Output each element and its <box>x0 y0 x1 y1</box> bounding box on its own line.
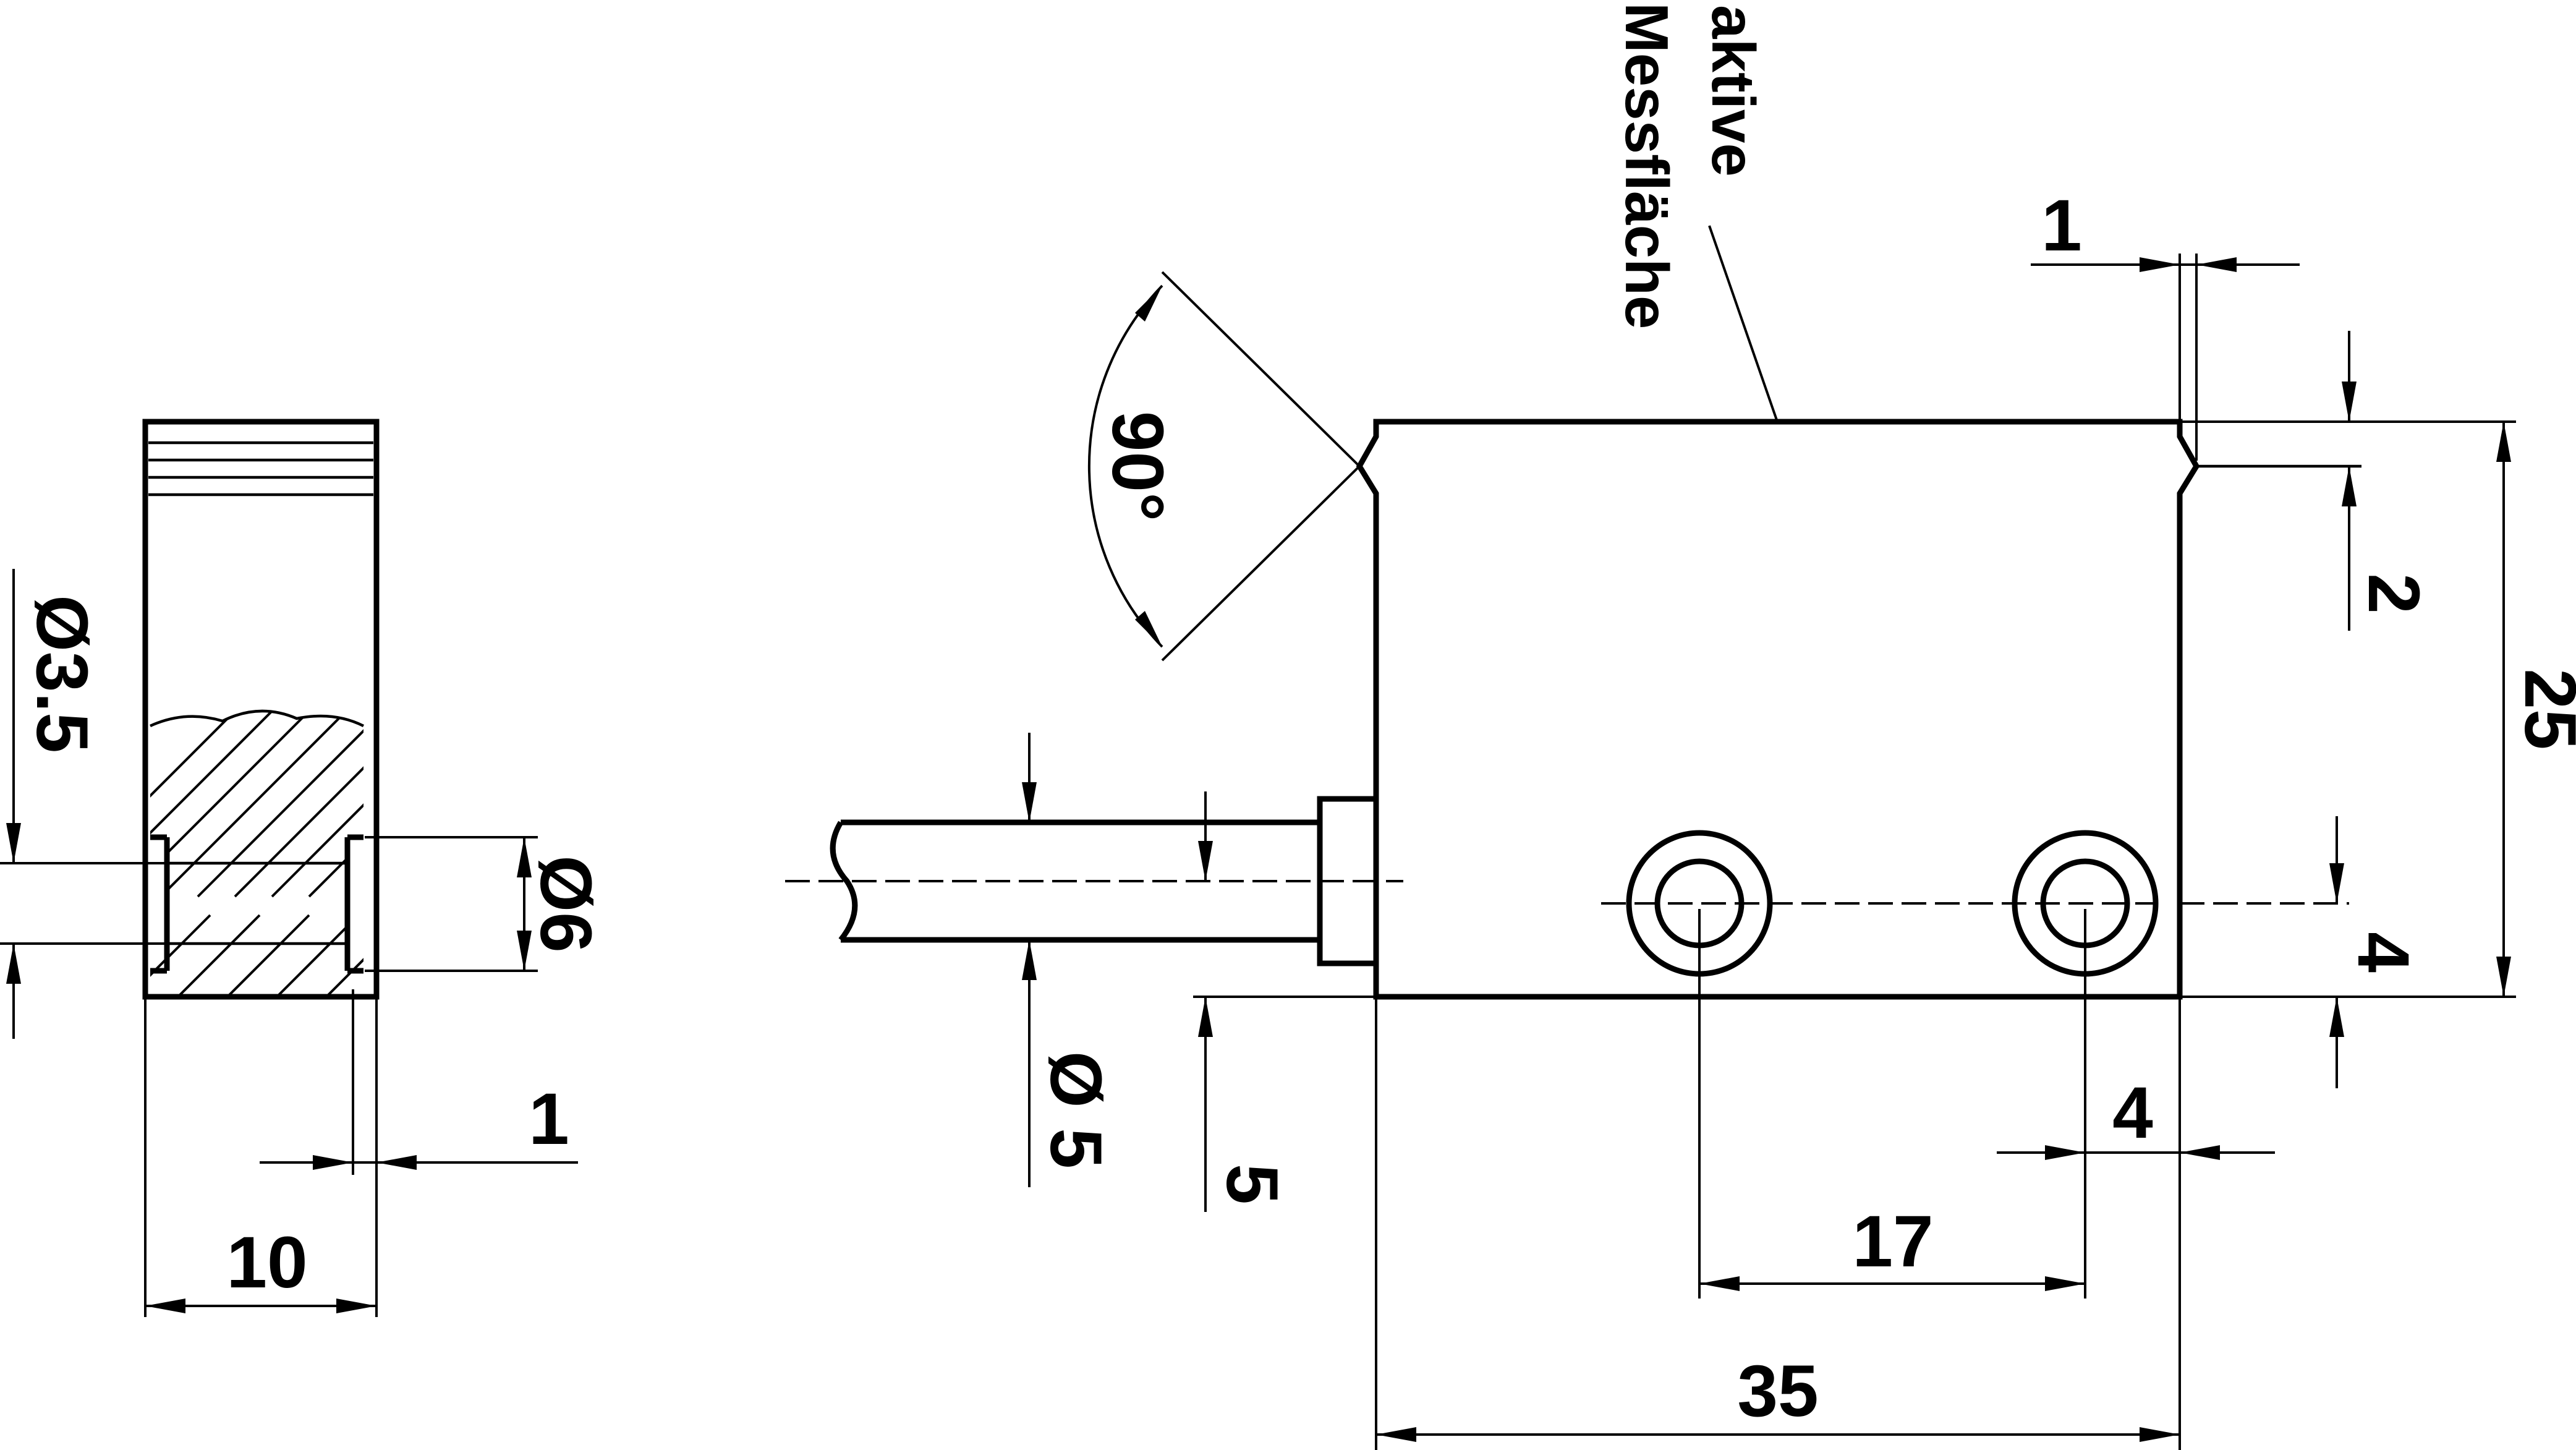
break-line <box>150 709 365 728</box>
dim-hole-offset-bottom-label: 4 <box>2342 932 2424 973</box>
dim-hole-offset-bottom: 4 <box>2329 816 2424 1088</box>
dim-side-bore-label: Ø3.5 <box>21 595 103 753</box>
dim-height: 25 <box>2180 420 2576 998</box>
dim-hole-spacing: 17 <box>1698 909 2085 1299</box>
dim-cable-diameter: Ø 5 <box>1022 733 1116 1187</box>
dim-hole-offset-side: 4 <box>1997 909 2275 1450</box>
dim-height-label: 25 <box>2509 668 2576 749</box>
dim-side-groove: 1 <box>260 989 578 1175</box>
dim-length: 35 <box>1375 997 2180 1450</box>
dim-side-width: 10 <box>144 997 378 1317</box>
active-surface-note: aktive Messfläche <box>1613 2 1779 422</box>
front-body-outline <box>1356 419 2200 1000</box>
side-view: 10 1 Ø6 Ø3.5 <box>0 419 606 1317</box>
dim-side-hole: Ø6 <box>365 836 606 972</box>
dim-angle-label: 90° <box>1097 411 1178 521</box>
dim-side-groove-label: 1 <box>529 1078 569 1160</box>
dim-side-bore: Ø3.5 <box>0 569 167 1039</box>
dim-cable-offset-label: 5 <box>1211 1164 1293 1205</box>
cable <box>785 819 1403 943</box>
active-surface-line1: aktive <box>1699 5 1767 177</box>
dim-side-width-label: 10 <box>226 1222 307 1303</box>
mounting-holes <box>1601 830 2349 977</box>
dim-cable-offset: 5 <box>1193 791 1376 1212</box>
dim-angle: 90° <box>1087 271 1361 662</box>
dim-length-label: 35 <box>1737 1350 1818 1432</box>
dim-side-hole-label: Ø6 <box>525 855 606 952</box>
dim-hole-spacing-label: 17 <box>1852 1201 1933 1282</box>
dim-hole-offset-side-label: 4 <box>2112 1072 2153 1154</box>
section-hatching <box>150 710 363 997</box>
dim-chamfer-width: 1 <box>2031 185 2300 461</box>
dim-cable-diameter-label: Ø 5 <box>1035 1051 1116 1169</box>
front-view: aktive Messfläche 90° 1 <box>785 2 2576 1450</box>
active-surface-line2: Messfläche <box>1613 2 1681 329</box>
side-bore <box>150 834 363 974</box>
side-body-outline <box>142 419 380 1000</box>
knurl-lines <box>148 441 373 497</box>
dim-chamfer-width-label: 1 <box>2041 185 2082 267</box>
dim-chamfer-height: 2 <box>2180 331 2434 631</box>
dim-chamfer-height-label: 2 <box>2353 573 2434 614</box>
